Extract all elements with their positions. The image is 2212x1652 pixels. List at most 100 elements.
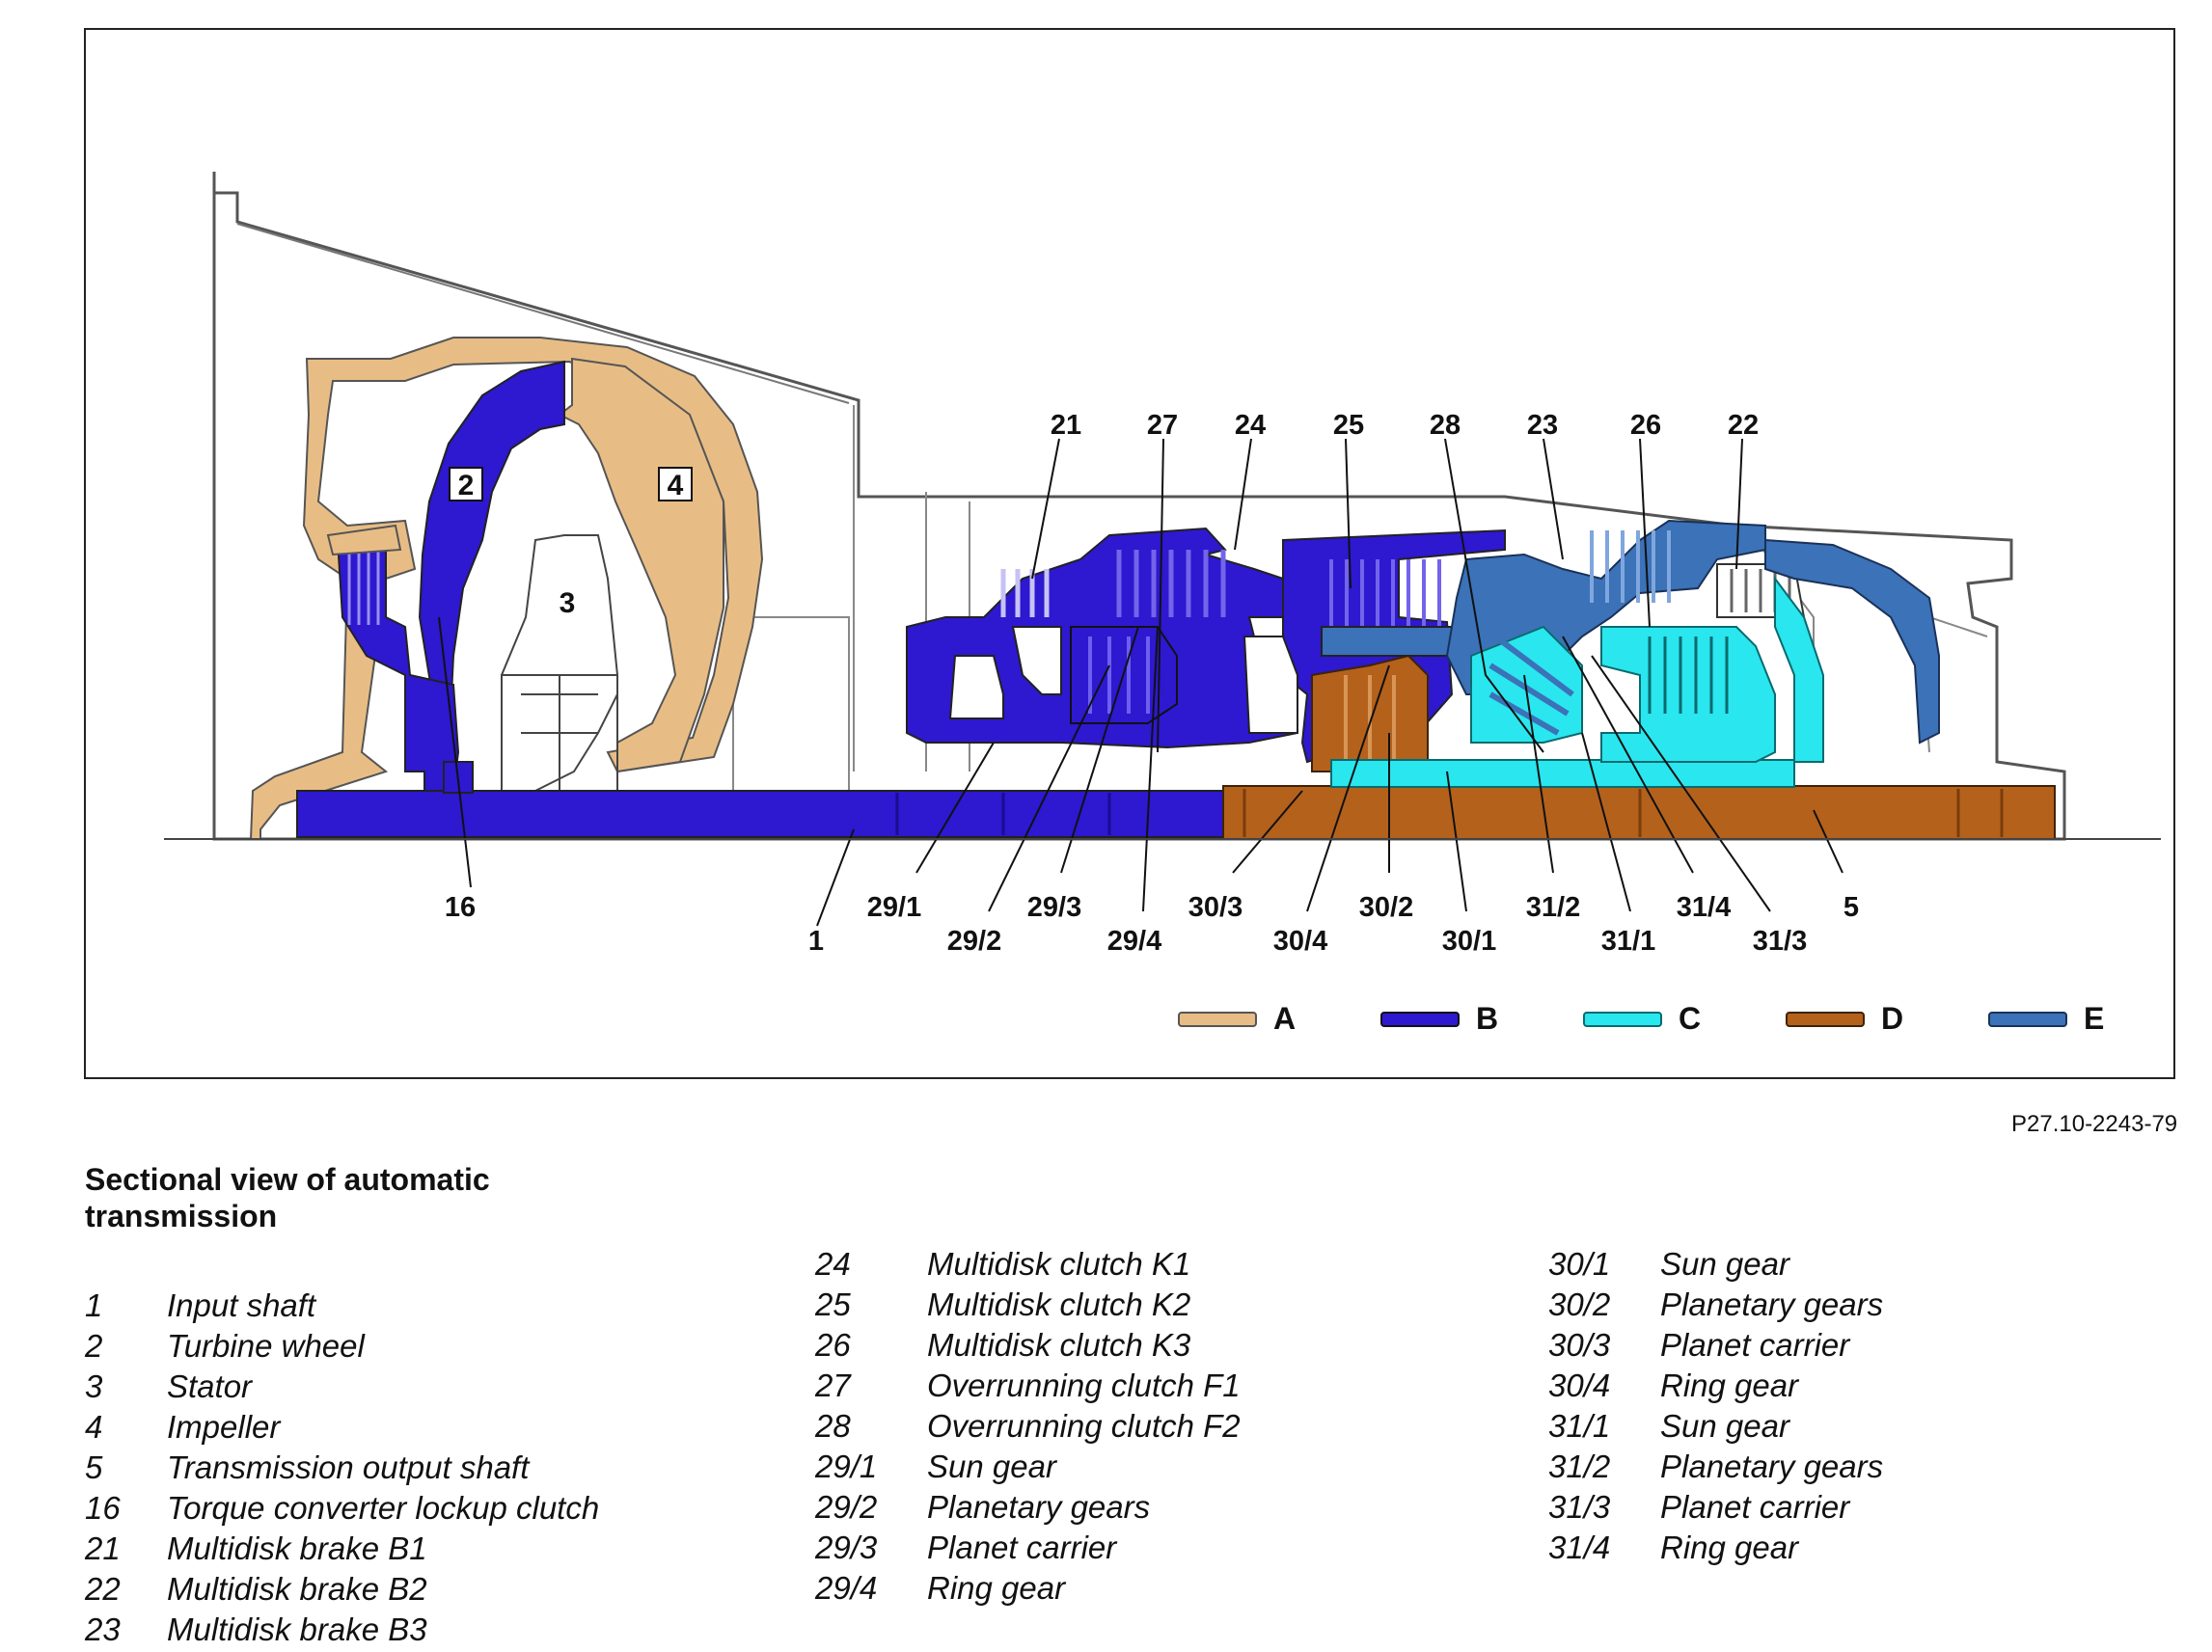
caption-title: Sectional view of automatic transmission (85, 1162, 490, 1233)
leader-lines (438, 438, 1843, 927)
legend-swatch-c (1583, 1012, 1662, 1027)
part-number: 28 (815, 1408, 851, 1444)
part-number: 29/3 (815, 1530, 878, 1565)
legend-swatch-e (1988, 1012, 2067, 1027)
k3-plates (1648, 636, 1729, 714)
legend: A B C D E (1178, 1001, 2104, 1036)
callout-29-3: 29/3 (1027, 892, 1081, 923)
part-number: 30/3 (1548, 1327, 1611, 1363)
figure-reference: P27.10-2243-79 (2011, 1111, 2178, 1137)
ring-gear-31-c (1774, 576, 1824, 763)
callout-23: 23 (1527, 410, 1558, 441)
part-number: 22 (85, 1571, 121, 1607)
input-shaft-splines (895, 793, 1111, 835)
multidisk-clutch-26-c (1600, 626, 1776, 763)
parts-list-item: 29/3 Planet carrier (815, 1528, 1241, 1568)
brake-22-plates (1730, 569, 1791, 612)
legend-label-a: A (1273, 1001, 1296, 1036)
part-name: Transmission output shaft (167, 1449, 530, 1485)
part-number: 24 (815, 1246, 851, 1282)
rear-housing-e (1764, 538, 1940, 745)
part-number: 27 (815, 1368, 851, 1403)
part-name: Impeller (167, 1409, 281, 1445)
part-number: 3 (85, 1368, 103, 1404)
part-name: Multidisk brake B2 (167, 1571, 427, 1607)
part-name: Planetary gears (927, 1489, 1151, 1525)
callout-27: 27 (1147, 410, 1178, 441)
part-number: 25 (815, 1286, 851, 1322)
part-name: Ring gear (927, 1570, 1066, 1606)
part-name: Multidisk clutch K2 (927, 1286, 1191, 1322)
callout-30-4: 30/4 (1273, 926, 1327, 957)
callout-29-2: 29/2 (947, 926, 1001, 957)
part-name: Multidisk brake B1 (167, 1530, 427, 1566)
parts-list-item: 5 Transmission output shaft (85, 1448, 599, 1488)
part-number: 2 (85, 1328, 103, 1364)
callout-30-1: 30/1 (1442, 926, 1496, 957)
callout-31-3: 31/3 (1753, 926, 1807, 957)
part-number: 21 (85, 1530, 121, 1566)
housing-rib-1 (236, 223, 850, 404)
part-name: Ring gear (1660, 1530, 1799, 1565)
callout-31-2: 31/2 (1526, 892, 1580, 923)
label-4: 4 (668, 470, 684, 501)
parts-list-item: 25 Multidisk clutch K2 (815, 1285, 1241, 1325)
part-name: Planet carrier (1660, 1327, 1850, 1363)
legend-swatch-d (1786, 1012, 1865, 1027)
legend-label-e: E (2084, 1001, 2104, 1036)
multidisk-clutch-25 (1329, 559, 1441, 627)
legend-swatch-a (1178, 1012, 1257, 1027)
parts-list-item: 30/1 Sun gear (1548, 1244, 1883, 1285)
part-name: Planet carrier (927, 1530, 1117, 1565)
callout-25: 25 (1333, 410, 1364, 441)
planet-set-29-gears (1088, 636, 1150, 714)
multidisk-brake-21 (1000, 569, 1050, 617)
part-name: Overrunning clutch F1 (927, 1368, 1241, 1403)
part-number: 29/4 (815, 1570, 878, 1606)
part-name: Planetary gears (1660, 1286, 1884, 1322)
part-number: 29/2 (815, 1489, 878, 1525)
part-number: 30/1 (1548, 1246, 1611, 1282)
parts-list-item: 30/3 Planet carrier (1548, 1325, 1883, 1366)
legend-label-b: B (1476, 1001, 1498, 1036)
planet-31-gears (1488, 634, 1574, 736)
label-box-4 (658, 467, 693, 501)
callout-21: 21 (1051, 410, 1081, 441)
callout-24: 24 (1235, 410, 1266, 441)
callout-16: 16 (445, 892, 476, 923)
callout-28: 28 (1430, 410, 1461, 441)
parts-list-item: 27 Overrunning clutch F1 (815, 1366, 1241, 1406)
part-number: 31/4 (1548, 1530, 1611, 1565)
part-name: Sun gear (1660, 1246, 1789, 1282)
legend-swatch-b (1380, 1012, 1460, 1027)
callout-22: 22 (1728, 410, 1759, 441)
part-number: 1 (85, 1287, 103, 1323)
parts-list-item: 29/1 Sun gear (815, 1447, 1241, 1487)
legend-label-d: D (1881, 1001, 1903, 1036)
part-number: 4 (85, 1409, 103, 1445)
hub-29 (1011, 626, 1062, 695)
part-number: 31/3 (1548, 1489, 1611, 1525)
part-number: 5 (85, 1449, 103, 1485)
parts-list-item: 22 Multidisk brake B2 (85, 1569, 599, 1610)
planet-gears-30-2 (1344, 675, 1396, 762)
callout-1: 1 (808, 926, 824, 957)
sun-gear-30-1 (1330, 759, 1795, 788)
part-name: Sun gear (927, 1449, 1056, 1484)
part-number: 29/1 (815, 1449, 878, 1484)
callout-29-4: 29/4 (1107, 926, 1161, 957)
part-name: Planetary gears (1660, 1449, 1884, 1484)
legend-label-c: C (1679, 1001, 1701, 1036)
transmission-section-diagram: 2 4 3 21 27 24 25 28 23 26 22 16 1 29/1 … (84, 28, 2175, 1079)
